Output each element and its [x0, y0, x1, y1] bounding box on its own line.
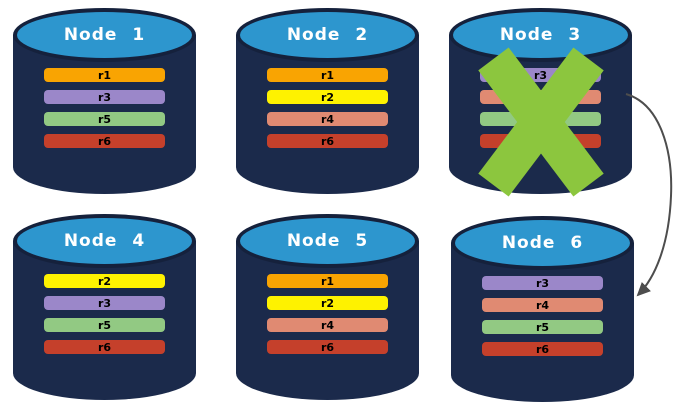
- cylinder-top: [13, 8, 196, 62]
- replica-row: r6: [44, 340, 165, 354]
- replica-row: r3: [44, 296, 165, 310]
- node-4-cylinder: Node 4 r2 r3 r5 r6: [13, 214, 196, 400]
- cylinder-top: [449, 8, 632, 62]
- replica-row: r4: [267, 112, 388, 126]
- replica-row: r5: [44, 112, 165, 126]
- replica-rows: r1 r2 r4 r6: [267, 274, 388, 354]
- node-title: Node 6: [501, 233, 584, 253]
- node-2-cylinder: Node 2 r1 r2 r4 r6: [236, 8, 419, 194]
- replica-row: r6: [267, 340, 388, 354]
- node-5-cylinder: Node 5 r1 r2 r4 r6: [236, 214, 419, 400]
- node-1-cylinder: Node 1 r1 r3 r5 r6: [13, 8, 196, 194]
- replica-row: r6: [44, 134, 165, 148]
- replica-row: r5: [482, 320, 603, 334]
- node-title: Node 4: [63, 231, 146, 251]
- node-title: Node 5: [286, 231, 369, 251]
- replica-row: r2: [44, 274, 165, 288]
- replica-rows: r1 r2 r4 r6: [267, 68, 388, 148]
- cylinder-top: [236, 8, 419, 62]
- replica-row: r2: [267, 90, 388, 104]
- replica-row: r6: [482, 342, 603, 356]
- replica-row: r6: [267, 134, 388, 148]
- replica-row: r1: [267, 68, 388, 82]
- node-title: Node 1: [63, 25, 146, 45]
- replica-row: r1: [44, 68, 165, 82]
- replica-row: r2: [267, 296, 388, 310]
- replica-rows: r3 r4 r5 r6: [482, 276, 603, 356]
- cylinder-top: [13, 214, 196, 268]
- node-3-cylinder: Node 3 r3: [449, 8, 632, 197]
- cylinder-top: [236, 214, 419, 268]
- replica-row: r4: [267, 318, 388, 332]
- replica-row: r3: [482, 276, 603, 290]
- replica-row: r5: [44, 318, 165, 332]
- node-title: Node 3: [499, 25, 582, 45]
- replica-row: r4: [482, 298, 603, 312]
- node-title: Node 2: [286, 25, 369, 45]
- replica-rows: r1 r3 r5 r6: [44, 68, 165, 148]
- node-6-cylinder: Node 6 r3 r4 r5 r6: [451, 216, 634, 402]
- cylinder-top: [451, 216, 634, 270]
- replica-row: r3: [44, 90, 165, 104]
- replica-rows: r2 r3 r5 r6: [44, 274, 165, 354]
- replica-row: r1: [267, 274, 388, 288]
